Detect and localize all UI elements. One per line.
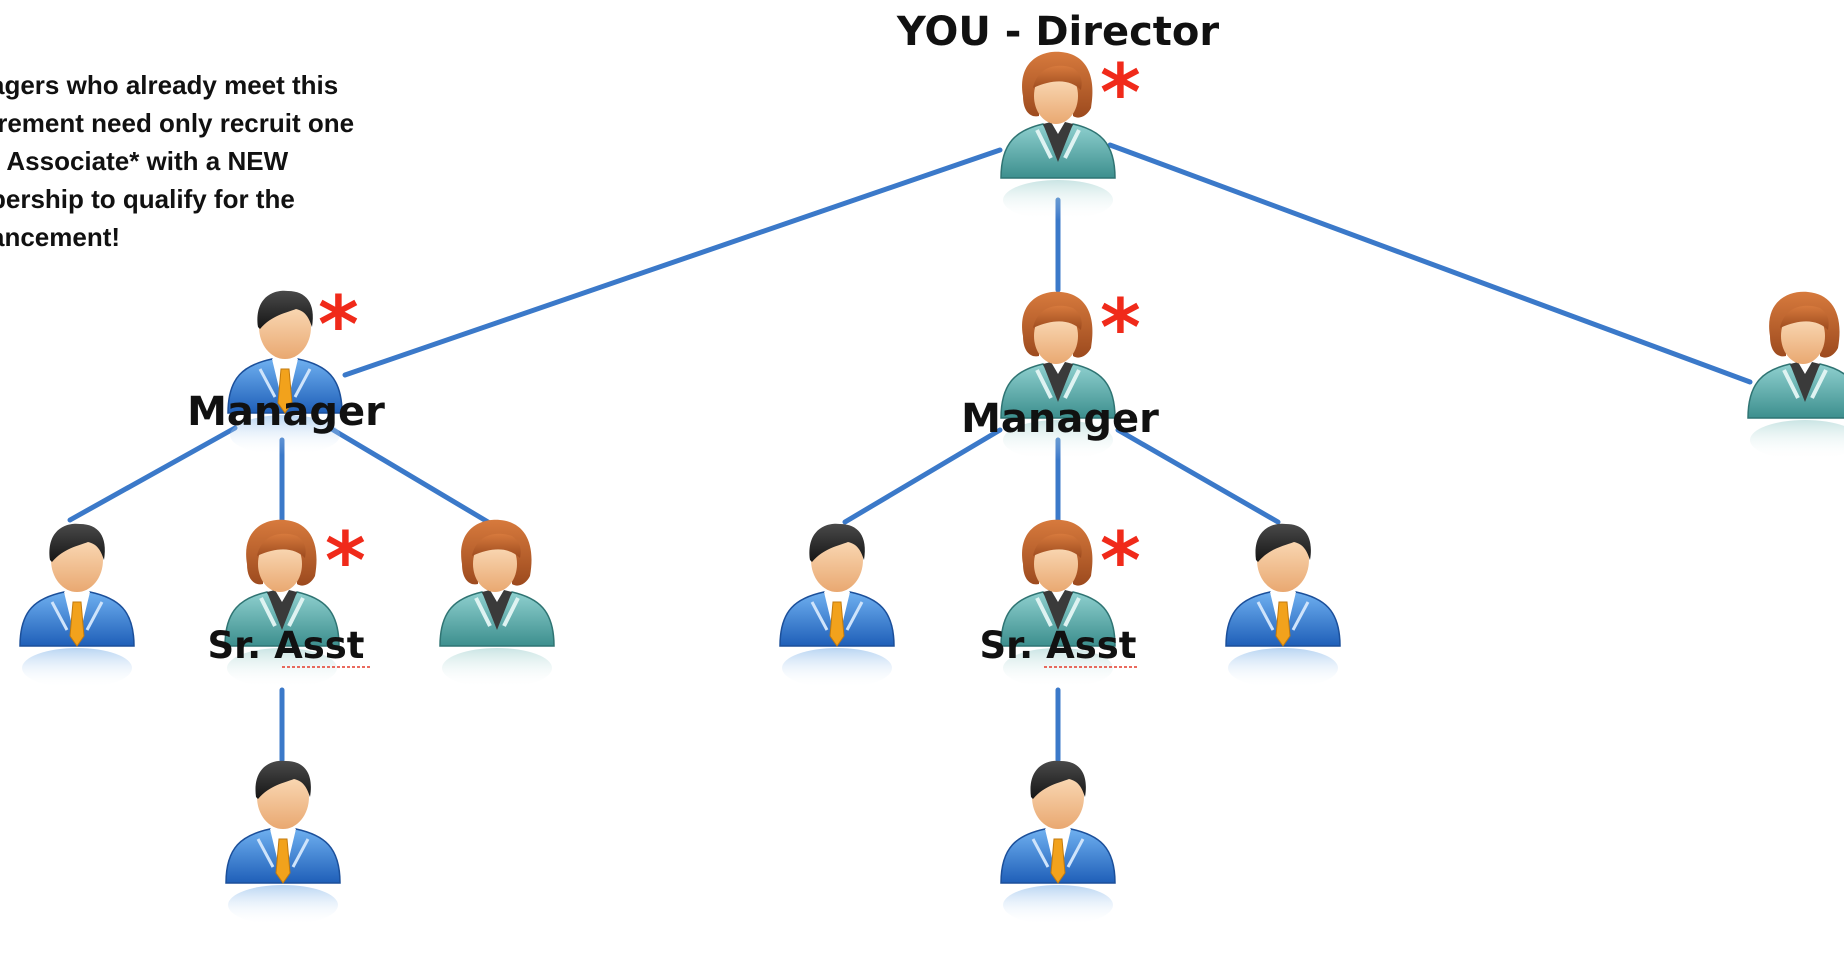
director-asterisk: * xyxy=(1100,49,1141,139)
left-right-associate-person-icon xyxy=(438,517,556,690)
left-sr-asst-asterisk: * xyxy=(325,517,366,607)
center-left-associate-person-icon xyxy=(778,522,896,690)
left-manager-asterisk: * xyxy=(318,281,359,371)
line-left-manager-to-left-associate xyxy=(67,425,238,523)
line-center-manager-to-left-associate xyxy=(842,427,1003,525)
note-line: irement need only recruit one xyxy=(0,108,355,138)
center-right-associate-person-icon xyxy=(1224,522,1342,690)
note-line: ancement! xyxy=(0,222,121,252)
center-manager-asterisk: * xyxy=(1100,284,1141,374)
line-left-manager-to-right-associate xyxy=(327,425,491,525)
left-manager-label: Manager xyxy=(187,389,385,435)
note-line: agers who already meet this xyxy=(0,70,339,100)
line-director-to-right-associate xyxy=(1107,142,1753,385)
qualification-note: agers who already meet this irement need… xyxy=(0,66,450,256)
note-line: bership to qualify for the xyxy=(0,184,295,214)
center-manager-label: Manager xyxy=(961,396,1159,442)
left-associate-person-icon xyxy=(18,522,136,690)
center-sr-asst-label: Sr. Asst xyxy=(980,624,1137,667)
line-director-to-left-manager xyxy=(342,147,1003,378)
center-sr-asst-asterisk: * xyxy=(1100,517,1141,607)
left-recruit-person-icon xyxy=(224,759,342,927)
director-label: YOU - Director xyxy=(896,9,1220,55)
center-recruit-person-icon xyxy=(999,759,1117,927)
left-sr-asst-label: Sr. Asst xyxy=(208,624,365,667)
director-person-icon xyxy=(999,49,1117,222)
connector-lines xyxy=(67,142,1753,763)
line-center-manager-to-right-associate xyxy=(1115,427,1281,525)
note-line: r Associate* with a NEW xyxy=(0,146,289,176)
right-associate-person-icon xyxy=(1746,289,1844,462)
